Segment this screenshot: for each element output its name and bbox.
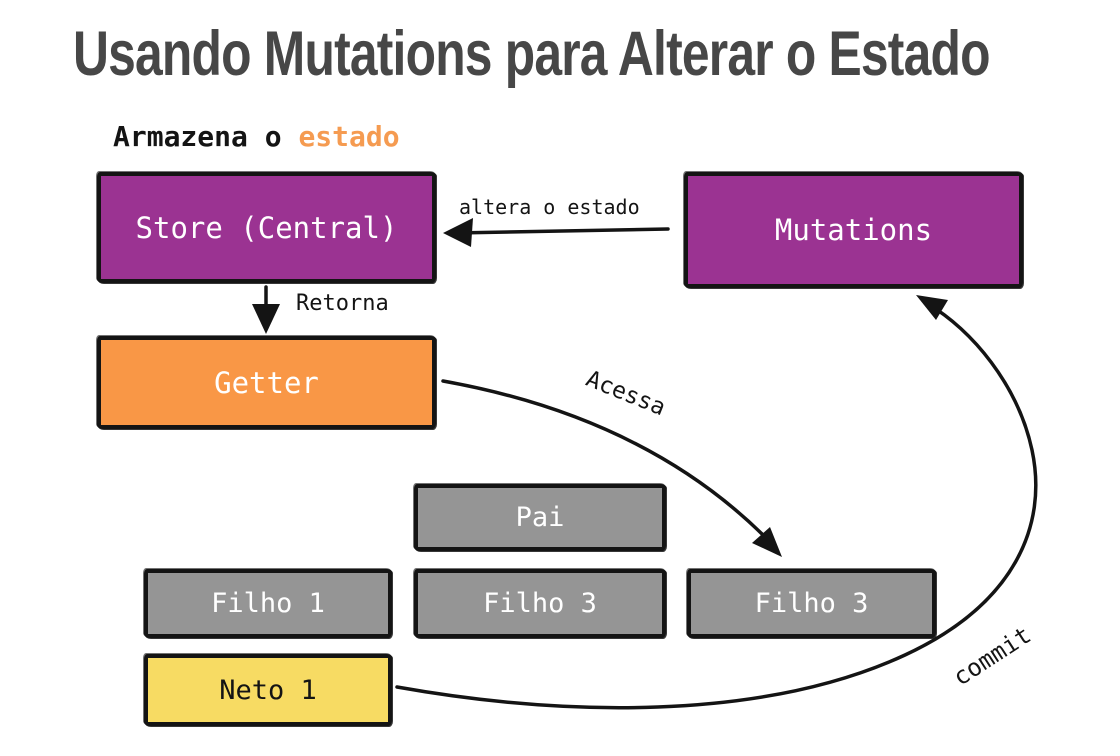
- node-filho-1-label: Filho 1: [211, 588, 325, 619]
- node-filho-3-middle-label: Filho 3: [483, 588, 597, 619]
- altera-arrow-head: [443, 218, 473, 247]
- node-store-central: Store (Central): [97, 172, 436, 283]
- armazena-label: Armazena o estado: [113, 120, 400, 153]
- node-filho-3-right: Filho 3: [687, 569, 936, 638]
- node-mutations: Mutations: [684, 172, 1023, 288]
- edge-label-altera-o-estado: altera o estado: [459, 195, 640, 219]
- node-getter: Getter: [97, 336, 436, 429]
- armazena-label-highlight: estado: [298, 120, 400, 153]
- node-pai: Pai: [414, 484, 666, 551]
- retorna-arrow-head: [252, 304, 280, 334]
- node-filho-1: Filho 1: [144, 569, 392, 638]
- node-filho-3-right-label: Filho 3: [754, 588, 869, 619]
- node-mutations-label: Mutations: [774, 213, 933, 247]
- node-getter-label: Getter: [214, 365, 319, 400]
- node-store-central-label: Store (Central): [135, 210, 398, 245]
- node-neto-1: Neto 1: [144, 654, 392, 726]
- edge-label-retorna: Retorna: [296, 291, 389, 316]
- commit-arrow-head: [916, 295, 948, 320]
- altera-arrow-line: [453, 227, 670, 235]
- node-filho-3-middle: Filho 3: [414, 569, 666, 638]
- acessa-arrow-head: [752, 527, 782, 557]
- node-pai-label: Pai: [515, 502, 565, 533]
- armazena-label-prefix: Armazena o: [113, 120, 299, 153]
- node-neto-1-label: Neto 1: [219, 674, 317, 706]
- edge-label-commit: commit: [948, 620, 1036, 692]
- edge-label-acessa: Acessa: [582, 366, 670, 422]
- page-title: Usando Mutations para Alterar o Estado: [73, 19, 990, 89]
